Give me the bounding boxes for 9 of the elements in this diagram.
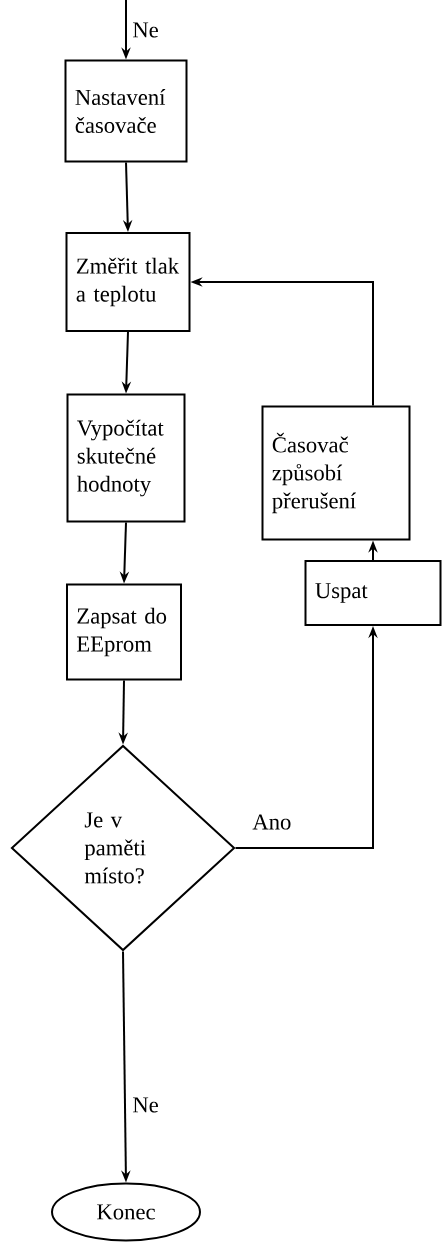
edge-label: Ne bbox=[131, 1096, 161, 1114]
process-box: Nastavení časovače bbox=[64, 59, 188, 163]
process-box: Časovač způsobí přerušení bbox=[261, 405, 411, 541]
process-box: Změřit tlak a teplotu bbox=[65, 232, 191, 332]
process-box: Zapsat do EEprom bbox=[66, 583, 182, 681]
process-box: Uspat bbox=[304, 560, 442, 626]
edge-label: Ne bbox=[131, 21, 161, 39]
process-box: Vypočítat skutečné hodnoty bbox=[66, 393, 186, 523]
edge-label: Ano bbox=[251, 813, 293, 831]
